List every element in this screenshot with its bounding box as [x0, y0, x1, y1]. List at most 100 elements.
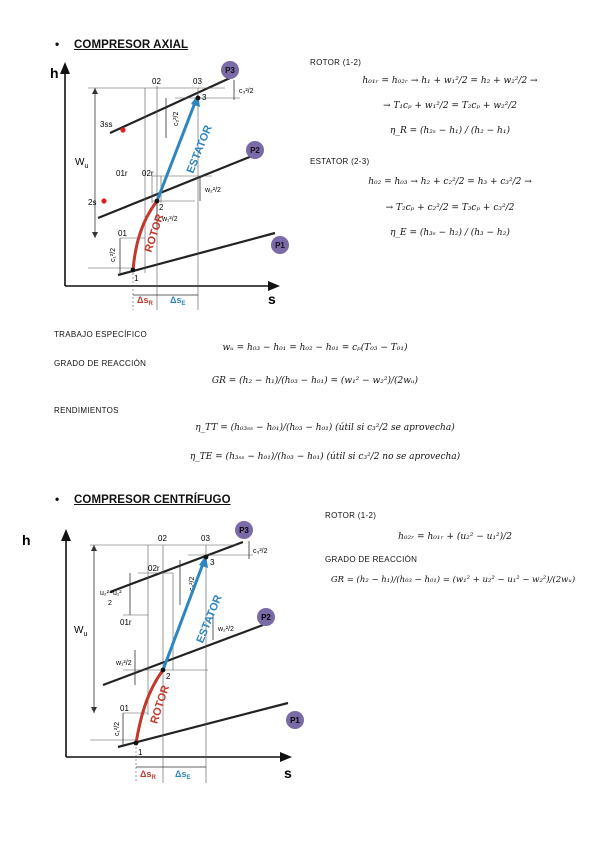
rotor-eq-centrifugo: h₀₂ᵣ = h₀₁ᵣ + (u₂² − u₁²)/2 [398, 532, 512, 542]
w1-label: w₁²/2 [161, 216, 178, 223]
point-1-c [133, 740, 139, 746]
label-2-c: 2 [166, 672, 171, 681]
c1-label: c₁²/2 [110, 248, 117, 262]
rotor-curve-c [134, 669, 165, 744]
badge-p3-c [235, 521, 253, 539]
point-2-c [160, 667, 166, 673]
label-03: 03 [193, 77, 202, 86]
s-axis-label-c: s [284, 765, 292, 781]
hs-diagram-axial: h s P1 P2 P3 Wu c₁²/2 c₃²/2 c₂²/2 w₂²/2 … [50, 61, 289, 310]
estator-eq-1: h₀₂ = h₀₃ → h₂ + c₂²/2 = h₃ + c₃²/2 → [368, 177, 532, 187]
point-3ss [120, 127, 126, 133]
isobar-p1-c [117, 701, 289, 749]
wu-arrow-top [92, 88, 98, 94]
label-03-c: 03 [201, 534, 210, 543]
wu-label-c: Wu [74, 625, 87, 638]
badge-p2-c [257, 608, 275, 626]
rend-eq-2: η_TE = (h₃ₛₛ − h₀₁)/(h₀₃ − h₀₁) (útil si… [189, 452, 461, 462]
ds-e-label: ΔsE [170, 295, 186, 307]
point-3-c [203, 554, 209, 560]
label-3-c: 3 [210, 558, 215, 567]
estator-curve [155, 99, 198, 202]
label-01r: 01r [116, 169, 128, 178]
estator-curve-c [161, 560, 206, 671]
badge-p2 [246, 141, 264, 159]
label-02-c: 02 [158, 534, 167, 543]
ds-r-label-c: ΔsR [140, 769, 156, 781]
h-axis-label: h [50, 65, 59, 81]
wu-label: Wu [75, 157, 88, 170]
rend-label: RENDIMIENTOS [54, 406, 119, 415]
trabajo-label: TRABAJO ESPECÍFICO [54, 330, 147, 339]
isobar-p3 [109, 77, 231, 134]
badge-p1-label: P1 [275, 241, 285, 250]
badge-p2-label: P2 [250, 146, 260, 155]
rotor-eq-1: h₀₁ᵣ = h₀₂ᵣ → h₁ + w₁²/2 = h₂ + w₂²/2 → [362, 76, 538, 86]
estator-label-c: ESTATOR [194, 593, 224, 645]
grado-label-centrifugo: GRADO DE REACCIÓN [325, 555, 418, 564]
estator-eq-2: → T₂cₚ + c₂²/2 = T₃cₚ + c₃²/2 [385, 203, 515, 213]
label-1-c: 1 [138, 748, 143, 757]
h-axis-label-c: h [22, 532, 31, 548]
bullet-centrifugo: • [55, 492, 60, 506]
point-1 [130, 267, 136, 273]
h-axis-arrow-c [61, 529, 71, 541]
label-02r: 02r [142, 169, 154, 178]
label-3: 3 [202, 93, 207, 102]
label-2s: 2s [88, 198, 96, 207]
c2-label-c: c₂²/2 [189, 577, 196, 591]
badge-p3 [221, 61, 239, 79]
wu-arrow-bottom-c [91, 707, 97, 713]
s-axis-arrow-c [280, 752, 292, 762]
rotor-label-axial: ROTOR (1-2) [310, 58, 362, 67]
hs-diagram-centrifugo: h s P1 P2 P3 Wu u₂²−u₁² 2 c₁²/2 w₁²/2 c₂… [22, 521, 304, 783]
trabajo-eq: wᵤ = h₀₃ − h₀₁ = h₀₂ − h₀₁ = cₚ(T₀₃ − T₀… [222, 343, 408, 353]
point-2s [101, 198, 107, 204]
isobar-p1 [117, 231, 276, 277]
point-2 [154, 198, 160, 204]
h-axis-arrow [60, 62, 70, 74]
grado-label-axial: GRADO DE REACCIÓN [54, 359, 147, 368]
isobar-p3-c [109, 540, 244, 594]
isobar-p2-c [102, 623, 264, 687]
s-axis-label: s [268, 291, 276, 307]
estator-eq-3: η_E = (h₃ₛ − h₂) / (h₃ − h₂) [390, 228, 510, 238]
c1-label-c: c₁²/2 [114, 722, 121, 736]
badge-p2-label-c: P2 [261, 613, 271, 622]
rotor-curve [131, 200, 159, 271]
u-label-c: u₂²−u₁² [100, 590, 122, 597]
wu-arrow-bottom [92, 232, 98, 238]
c3-label-c: c₃²/2 [253, 548, 268, 555]
w1-label-c: w₁²/2 [115, 660, 132, 667]
grado-eq-centrifugo: GR = (h₂ − h₁)/(h₀₃ − h₀₁) = (w₁² + u₂² … [330, 575, 576, 585]
rotor-label-centrifugo: ROTOR (1-2) [325, 511, 377, 520]
point-3 [195, 95, 201, 101]
label-02r-c: 02r [148, 564, 160, 573]
rend-eq-1: η_TT = (h₀₃ₛₛ − h₀₁)/(h₀₃ − h₀₁) (útil s… [195, 423, 455, 433]
label-01r-c: 01r [120, 618, 132, 627]
label-01-c: 01 [120, 704, 129, 713]
isobar-p2 [97, 154, 253, 220]
grado-eq-axial: GR = (h₂ − h₁)/(h₀₃ − h₀₁) = (w₁² − w₂²)… [211, 376, 419, 386]
badge-p3-label: P3 [225, 66, 235, 75]
estator-label-axial: ESTATOR (2-3) [310, 157, 370, 166]
c3-label: c₃²/2 [239, 88, 254, 95]
bullet-axial: • [55, 37, 60, 51]
c2-label: c₂²/2 [173, 112, 180, 126]
badge-p3-label-c: P3 [239, 526, 249, 535]
badge-p1-label-c: P1 [290, 716, 300, 725]
ds-e-label-c: ΔsE [175, 769, 191, 781]
label-01: 01 [118, 229, 127, 238]
ds-r-label: ΔsR [137, 295, 153, 307]
estator-label: ESTATOR [185, 124, 215, 176]
label-3ss: 3ss [100, 120, 112, 129]
label-1: 1 [134, 274, 139, 283]
label-02: 02 [152, 77, 161, 86]
badge-p1-c [286, 711, 304, 729]
section-title-axial: COMPRESOR AXIAL [74, 39, 189, 51]
section-title-centrifugo: COMPRESOR CENTRÍFUGO [74, 494, 231, 506]
w2-label: w₂²/2 [204, 187, 221, 194]
badge-p1 [271, 236, 289, 254]
s-axis-arrow [268, 281, 280, 291]
u-label-den-c: 2 [108, 600, 112, 607]
